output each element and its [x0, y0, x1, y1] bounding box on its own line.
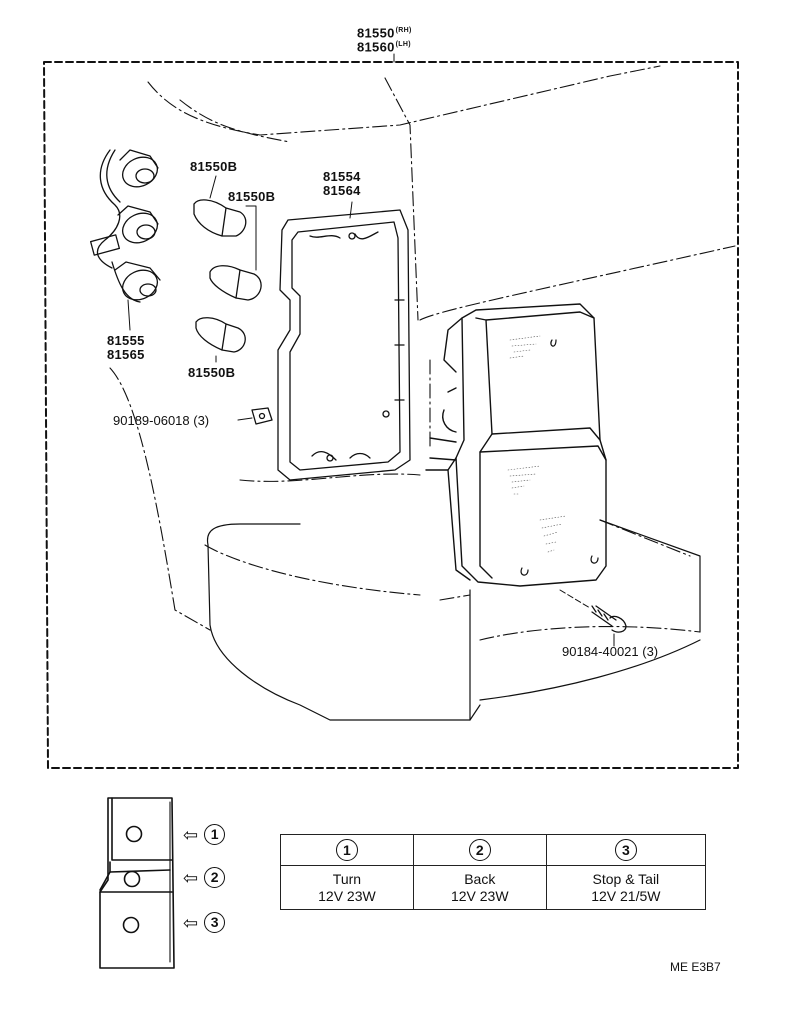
spec-table-header-row: 1 2 3: [280, 834, 707, 866]
spec-marker-1: 1: [335, 839, 358, 861]
spec-header-2: 2: [412, 834, 547, 866]
spec-header-3: 3: [545, 834, 707, 866]
bulbs: [193, 199, 262, 353]
arrow-left-icon: ⇦: [183, 912, 199, 933]
key-row-3: ⇦ 3: [183, 912, 226, 933]
gasket-rh-label: 81554: [323, 169, 361, 184]
spec-function-2: Back: [464, 870, 496, 887]
spec-marker-2: 2: [468, 839, 491, 861]
bulb-mid-label: 81550B: [228, 189, 276, 204]
lamp-assy-lh-number: 81560: [357, 39, 395, 55]
spec-rating-3: 12V 21/5W: [591, 887, 661, 904]
socket-lh-label: 81565: [107, 347, 145, 362]
key-marker-1: 1: [204, 824, 226, 845]
lamp-assy-lh-label: 81560(LH): [357, 38, 411, 54]
spec-function-3: Stop & Tail: [592, 870, 660, 887]
leader-lines: [127, 175, 353, 363]
screw: [559, 589, 627, 647]
spec-function-1: Turn: [332, 870, 362, 887]
bulb-bottom-label: 81550B: [188, 365, 236, 380]
rh-tag: (RH): [395, 27, 412, 34]
arrow-left-icon: ⇦: [183, 867, 199, 888]
assembly-boundary: [43, 61, 739, 769]
socket-rh-label: 81555: [107, 333, 145, 348]
spec-rating-2: 12V 23W: [450, 887, 509, 904]
gasket-lh-label: 81564: [323, 183, 361, 198]
bulb-spec-table: 1 2 3 Turn 12V 23W Back 12V 23W Stop & T…: [280, 834, 707, 910]
nut-label: 90189-06018 (3): [113, 413, 210, 428]
key-marker-2: 2: [204, 867, 226, 888]
screw-label: 90184-40021 (3): [562, 644, 659, 659]
arrow-left-icon: ⇦: [183, 824, 199, 845]
spec-rating-1: 12V 23W: [318, 887, 376, 904]
spec-cell-1: Turn 12V 23W: [280, 865, 414, 910]
spec-cell-3: Stop & Tail 12V 21/5W: [545, 865, 707, 910]
lamp-assy-rh-number: 81550: [357, 25, 395, 41]
lamp-assy-rh-label: 81550(RH): [357, 24, 412, 40]
lh-tag: (LH): [395, 41, 411, 48]
key-marker-3: 3: [204, 912, 226, 933]
lens-texture: [507, 335, 567, 553]
key-lamp-illustration: [99, 797, 175, 969]
key-row-1: ⇦ 1: [183, 824, 226, 845]
key-row-2: ⇦ 2: [183, 867, 226, 888]
bulb-top-label: 81550B: [190, 159, 238, 174]
lamp-lens-assembly: [425, 303, 607, 587]
bumper-outline: [206, 519, 701, 721]
nut: [237, 407, 273, 425]
gasket-frame: [277, 209, 411, 481]
spec-cell-2: Back 12V 23W: [412, 865, 547, 910]
spec-table-body-row: Turn 12V 23W Back 12V 23W Stop & Tail 12…: [280, 865, 707, 910]
spec-header-1: 1: [280, 834, 414, 866]
vehicle-body-outline: [109, 65, 736, 641]
spec-marker-3: 3: [614, 839, 637, 861]
socket-harness: [89, 149, 161, 303]
drawing-code: ME E3B7: [670, 960, 721, 974]
